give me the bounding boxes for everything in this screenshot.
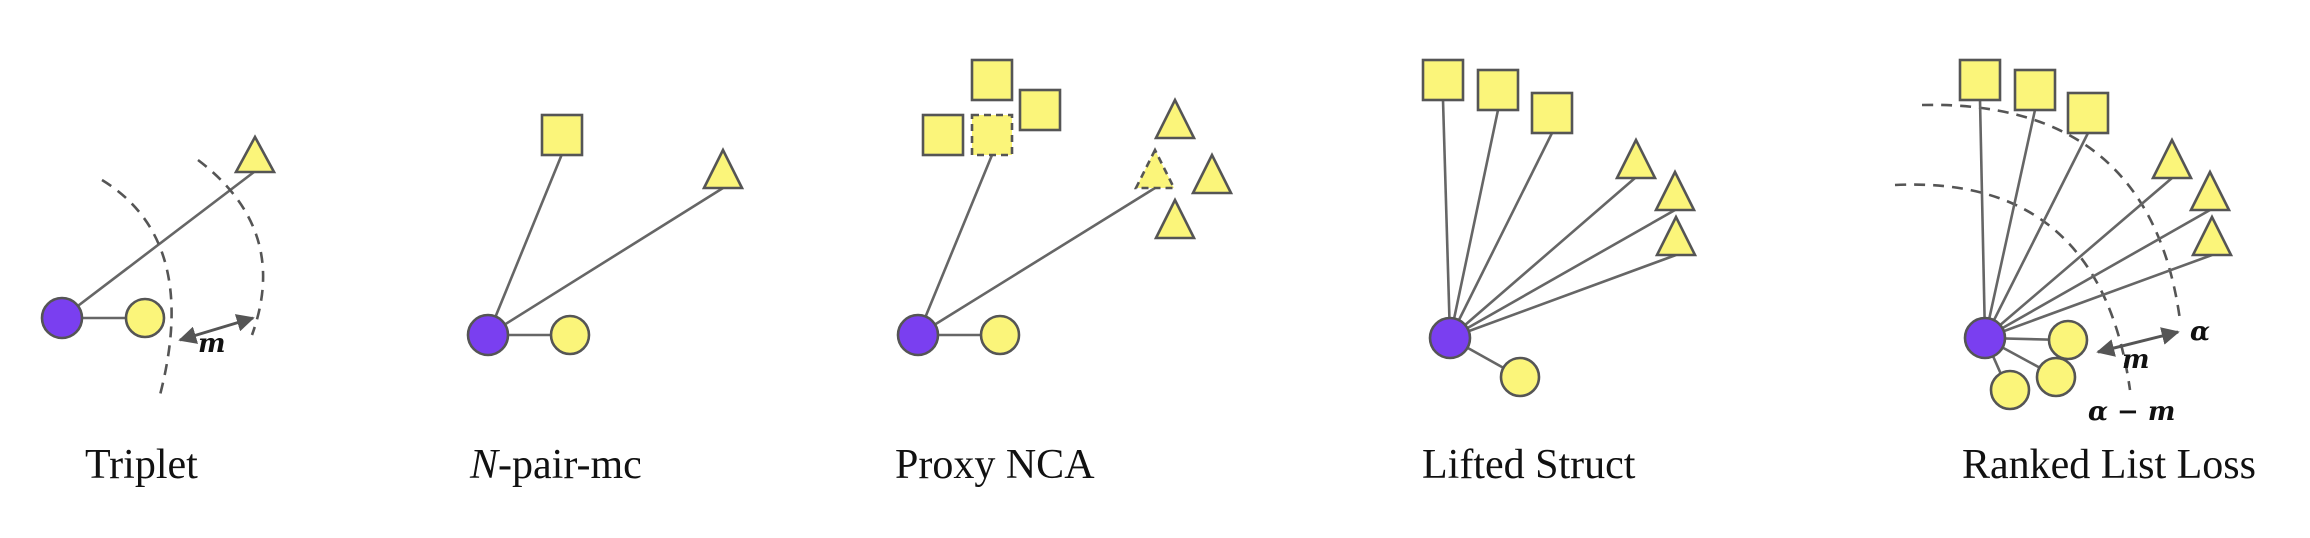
anchor-circle <box>1428 316 1472 360</box>
triplet-outer-margin-arc <box>197 158 265 336</box>
triplet-margin-arrow <box>178 314 255 344</box>
ranked-alpha-label: α <box>2190 317 2210 347</box>
positive-circle <box>2035 356 2077 398</box>
class-square <box>2066 91 2110 135</box>
ranked-inner-boundary-arc <box>1894 183 2132 391</box>
positive-circle <box>124 297 166 339</box>
caption-ranked-list-loss: Ranked List Loss <box>1962 442 2256 488</box>
negative-triangle <box>233 134 277 174</box>
proxy-square <box>970 113 1014 157</box>
panel-triplet: m Triplet <box>40 134 277 488</box>
negative-triangle <box>2190 214 2234 257</box>
class-square <box>540 113 584 157</box>
panel-npair-mc: N-pair-mc <box>466 113 745 488</box>
negative-triangle <box>1153 97 1197 140</box>
triplet-margin-label: m <box>198 329 226 359</box>
positive-circle <box>1989 369 2031 411</box>
class-square <box>1530 91 1574 135</box>
positive-circle <box>979 314 1021 356</box>
negative-triangle <box>1614 137 1658 180</box>
negative-triangle <box>701 147 745 190</box>
negative-triangle <box>1654 214 1698 257</box>
anchor-circle <box>896 313 940 357</box>
ranked-margin-label: m <box>2122 345 2150 375</box>
panel-lifted-struct: Lifted Struct <box>1421 58 1698 488</box>
ranked-alpha-minus-m-label: α − m <box>2088 397 2175 427</box>
ranked-outer-boundary-arc <box>1921 103 2182 321</box>
anchor-circle <box>40 296 84 340</box>
positive-circle <box>2047 319 2089 361</box>
caption-lifted-struct: Lifted Struct <box>1422 442 1636 488</box>
triplet-inner-margin-arc <box>101 178 173 396</box>
class-square <box>970 58 1014 102</box>
proxy-triangle <box>1133 147 1177 190</box>
anchor-circle <box>1963 316 2007 360</box>
anchor-circle <box>466 313 510 357</box>
class-square <box>1476 68 1520 112</box>
class-square <box>1018 88 1062 132</box>
panel-ranked-list-loss: m α α − m Ranked List Loss <box>1894 58 2256 488</box>
caption-triplet: Triplet <box>85 442 198 488</box>
class-square <box>921 113 965 157</box>
negative-triangle <box>1153 197 1197 240</box>
positive-circle <box>1499 356 1541 398</box>
class-square <box>1421 58 1465 102</box>
negative-triangle <box>2188 169 2232 212</box>
negative-triangle <box>1190 152 1234 195</box>
panel-proxy-nca: Proxy NCA <box>895 58 1234 488</box>
caption-proxy-nca: Proxy NCA <box>895 442 1095 488</box>
class-square <box>2013 68 2057 112</box>
positive-circle <box>549 314 591 356</box>
negative-triangle <box>1653 169 1697 212</box>
negative-triangle <box>2150 137 2194 180</box>
caption-npair-mc: N-pair-mc <box>469 442 642 488</box>
ranked-margin-arrow <box>2096 327 2180 357</box>
class-square <box>1958 58 2002 102</box>
